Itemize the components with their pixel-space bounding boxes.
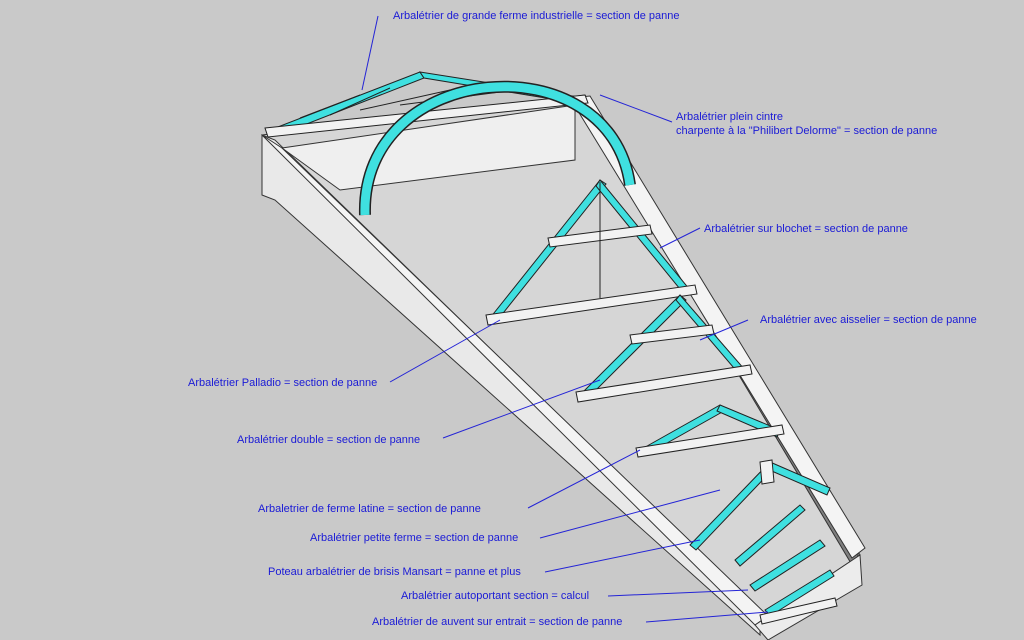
label-blochet: Arbalétrier sur blochet = section de pan…: [704, 223, 908, 235]
label-aisselier: Arbalétrier avec aisselier = section de …: [760, 314, 977, 326]
back-wall: [280, 104, 576, 191]
label-autoportant: Arbalétrier autoportant section = calcul: [401, 590, 590, 602]
label-double: Arbalétrier double = section de panne: [237, 434, 421, 446]
label-mansart: Poteau arbalétrier de brisis Mansart = p…: [268, 566, 521, 578]
aisselier-truss: [575, 294, 753, 403]
label-ferme-latine: Arbaletrier de ferme latine = section de…: [258, 503, 481, 515]
label-plein-cintre-2: charpente à la "Philibert Delorme" = sec…: [676, 125, 938, 137]
label-palladio: Arbalétrier Palladio = section de panne: [188, 377, 378, 389]
label-industrial: Arbalétrier de grande ferme industrielle…: [393, 10, 680, 22]
label-plein-cintre-1: Arbalétrier plein cintre: [676, 111, 783, 123]
double-truss: [635, 404, 785, 458]
label-petite-ferme: Arbalétrier petite ferme = section de pa…: [310, 532, 519, 544]
label-auvent: Arbalétrier de auvent sur entrait = sect…: [372, 616, 623, 628]
petite-ferme-truss: [689, 459, 831, 551]
autoportant-rafters: [734, 504, 838, 625]
left-wall: [261, 134, 761, 637]
blochet-truss: [485, 179, 698, 326]
leader-lines: [361, 15, 769, 623]
